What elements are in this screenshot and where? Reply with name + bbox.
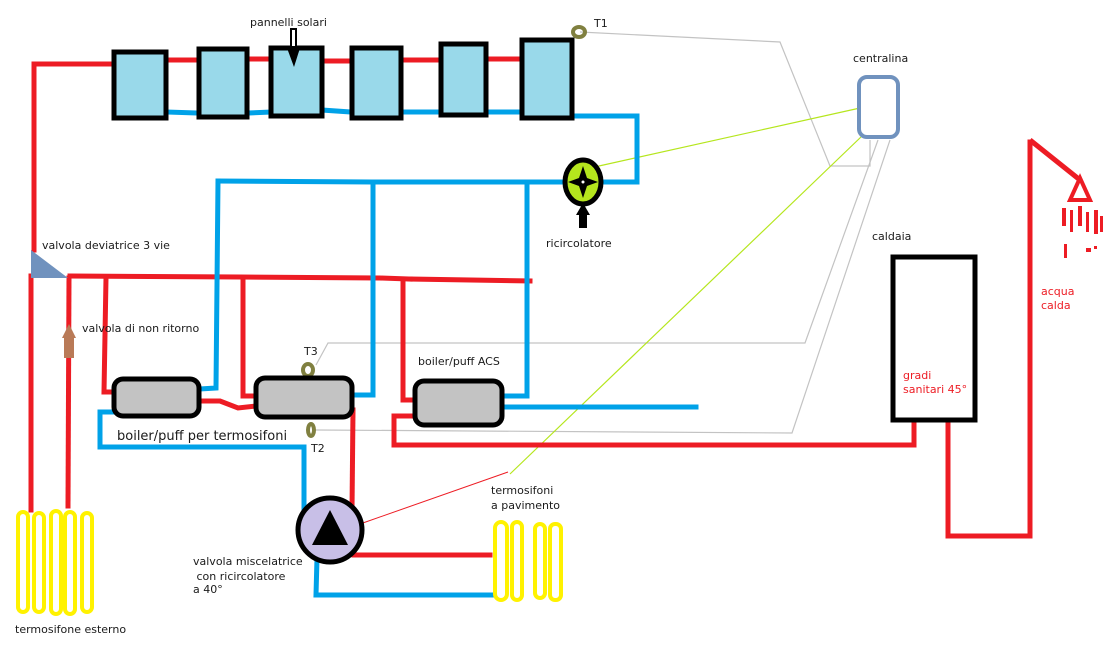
- pipe-tank1-to-mixer: [97, 409, 307, 513]
- pipe-external-return: [65, 275, 72, 509]
- label-mixing-valve-2: con ricircolatore: [193, 570, 286, 583]
- radiator-column: [80, 511, 94, 614]
- hot-pipes: [28, 56, 1033, 558]
- solar-panel: [519, 37, 575, 121]
- label-mixing-valve-3: a 40°: [193, 583, 223, 596]
- mixing-valve-pump: [295, 495, 365, 565]
- temperature-sensor-icon: [571, 25, 587, 39]
- label-boiler: caldaia: [872, 230, 911, 243]
- label-hot-water-2: calda: [1041, 299, 1071, 312]
- solar-panel: [111, 49, 169, 121]
- label-floor-heating-1: termosifoni: [491, 484, 553, 497]
- label-t3: T3: [303, 345, 318, 358]
- pipe-panel-return-link: [163, 109, 201, 116]
- pipe-hot-main-tail: [407, 276, 533, 284]
- controller-box: [857, 75, 900, 139]
- label-boiler-setting-2: sanitari 45°: [903, 383, 967, 396]
- circulator-pump: [562, 157, 604, 228]
- boiler-box: [890, 254, 978, 423]
- label-heating-tank: boiler/puff per termosifoni: [117, 429, 287, 444]
- temperature-sensor-icon: [306, 422, 316, 438]
- wire-t2-controller: [315, 139, 891, 434]
- radiator-column: [16, 510, 30, 614]
- sensor-t2: [306, 422, 316, 438]
- radiator-column: [493, 520, 509, 602]
- pipe-solar-supply: [31, 61, 115, 253]
- pipe-cold-main: [215, 178, 568, 185]
- label-hot-water-1: acqua: [1041, 285, 1074, 298]
- pipe-dhw-supply: [400, 276, 419, 403]
- heating-tank-1: [111, 376, 202, 419]
- label-t1: T1: [593, 17, 608, 30]
- sensor-t3: [301, 362, 315, 378]
- solar-panel: [196, 46, 250, 120]
- dhw-tank: [412, 378, 505, 428]
- solar-panels: [111, 28, 575, 121]
- shower-icon: [1028, 138, 1103, 258]
- label-external-radiator: termosifone esterno: [15, 623, 126, 636]
- solar-panel: [349, 45, 404, 121]
- three-way-valve-icon: [31, 250, 68, 278]
- pipe-tank2-return: [349, 179, 376, 398]
- wire-mixing-controller: [509, 135, 863, 475]
- pipe-tank1-return: [197, 178, 221, 392]
- check-valve-icon: [62, 324, 76, 358]
- radiator-column: [49, 509, 63, 616]
- pipe-tank-link: [197, 398, 259, 411]
- radiator-column: [32, 511, 46, 614]
- external-radiator: [16, 509, 94, 616]
- label-check-valve: valvola di non ritorno: [82, 322, 199, 335]
- radiator-column: [63, 510, 77, 616]
- radiator-column: [510, 520, 524, 602]
- pipe-boiler-to-tap: [945, 139, 1033, 539]
- pipe-floor-return: [313, 555, 497, 598]
- label-circulator: ricircolatore: [546, 237, 612, 250]
- radiator-column: [533, 522, 547, 600]
- pipe-dhw-return: [500, 179, 530, 399]
- cold-pipes: [97, 107, 699, 598]
- wire-mixing-pump: [359, 471, 509, 525]
- pipe-panel-return-link: [319, 107, 353, 115]
- pipe-panel-return-link: [245, 109, 275, 116]
- heating-tank-2: [253, 375, 355, 420]
- wire-t3-controller: [315, 139, 879, 366]
- pipe-hot-main: [67, 273, 413, 282]
- pipe-tank1-supply: [101, 275, 119, 395]
- label-mixing-valve-1: valvola miscelatrice: [193, 555, 303, 568]
- floor-radiator: [493, 520, 563, 602]
- label-t2: T2: [310, 442, 325, 455]
- radiator-column: [548, 522, 563, 602]
- label-solar-panels: pannelli solari: [250, 16, 327, 29]
- temperature-sensor-icon: [301, 362, 315, 378]
- pipe-tank2-supply: [240, 275, 261, 399]
- pipe-panel-to-pump: [571, 113, 640, 185]
- sensor-t1: [571, 25, 587, 39]
- pipe-tank2-to-mixer: [349, 407, 356, 513]
- solar-panel: [268, 45, 325, 119]
- pipe-dhw-to-boiler: [391, 413, 917, 448]
- arrow-down-icon: [287, 28, 300, 67]
- label-boiler-setting-1: gradi: [903, 369, 931, 382]
- triangle-icon: [312, 510, 348, 545]
- label-dhw-tank: boiler/puff ACS: [418, 355, 500, 368]
- label-floor-heating-2: a pavimento: [491, 499, 560, 512]
- label-controller: centralina: [853, 52, 908, 65]
- solar-panel: [438, 41, 489, 118]
- label-three-way-valve: valvola deviatrice 3 vie: [42, 239, 170, 252]
- wire-t1-controller: [579, 31, 871, 167]
- arrow-up-icon: [576, 203, 590, 228]
